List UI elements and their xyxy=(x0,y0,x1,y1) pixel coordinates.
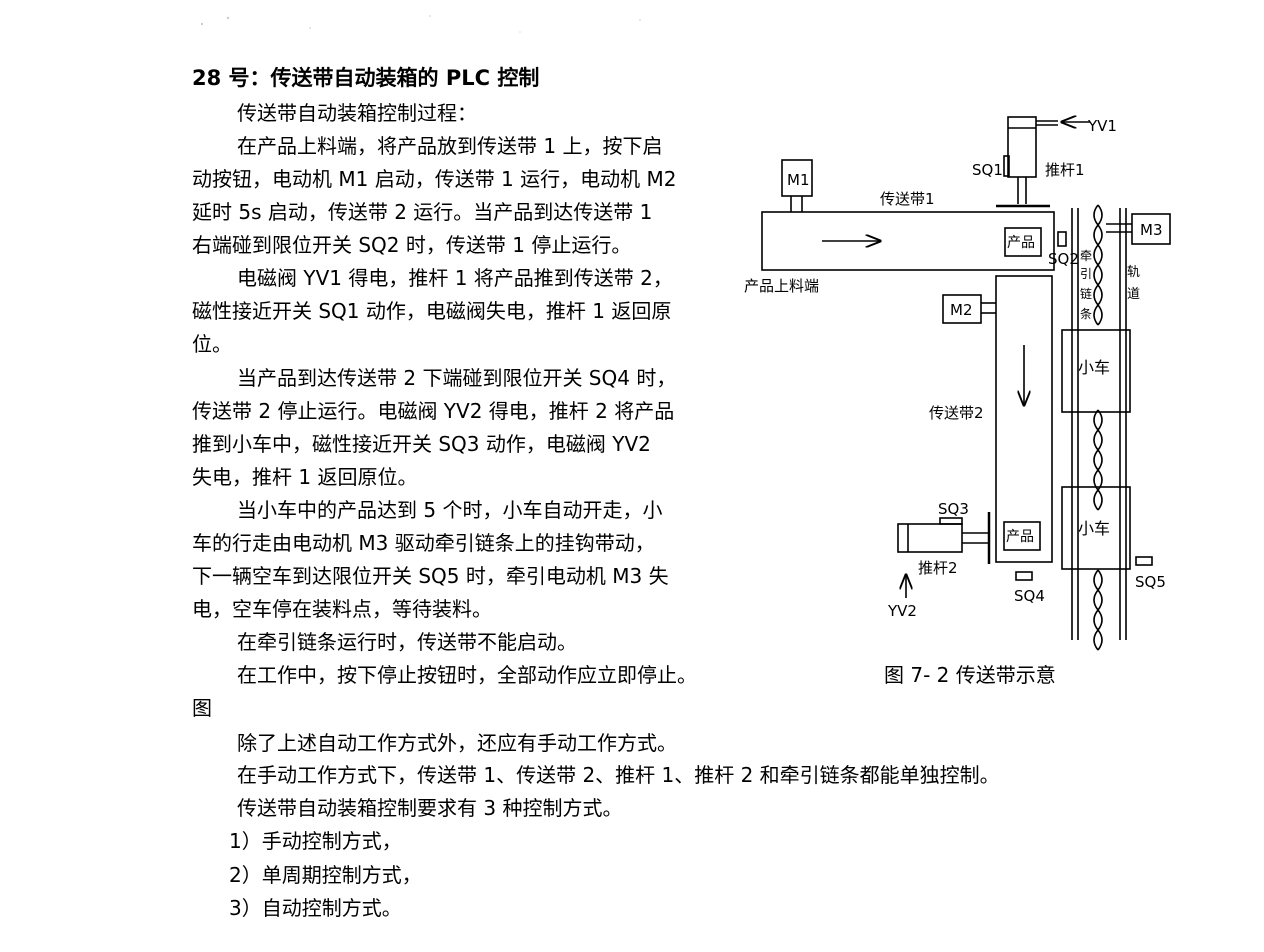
label-sq2: SQ2 xyxy=(1048,250,1079,268)
label-chain-char: 牵 xyxy=(1080,249,1092,263)
paragraph-line: 位。 xyxy=(192,332,232,356)
label-belt2: 传送带2 xyxy=(929,404,984,422)
label-m2: M2 xyxy=(950,301,973,319)
label-sq5: SQ5 xyxy=(1135,573,1166,591)
label-chain-char: 引 xyxy=(1080,267,1092,281)
paragraph-line: 除了上述自动工作方式外，还应有手动工作方式。 xyxy=(237,731,677,755)
label-chain-char: 条 xyxy=(1080,307,1092,321)
sq4-switch xyxy=(1015,571,1033,581)
label-m1: M1 xyxy=(787,171,810,189)
paragraph-line: 电，空车停在装料点，等待装料。 xyxy=(192,597,492,621)
label-pusher1: 推杆1 xyxy=(1045,161,1085,179)
paragraph-line: 当产品到达传送带 2 下端碰到限位开关 SQ4 时， xyxy=(237,366,677,390)
list-item: 1）手动控制方式， xyxy=(229,829,402,853)
m1-motor xyxy=(781,159,813,197)
list-item: 2）单周期控制方式， xyxy=(229,863,422,887)
label-chain-char: 链 xyxy=(1080,286,1092,301)
paragraph-line: 当小车中的产品达到 5 个时，小车自动开走，小 xyxy=(237,498,663,522)
paragraph-line: 动按钮，电动机 M1 启动，传送带 1 运行，电动机 M2 xyxy=(192,167,677,191)
paragraph-line: 在手动工作方式下，传送带 1、传送带 2、推杆 1、推杆 2 和牵引链条都能单独… xyxy=(237,763,1000,787)
label-product2: 产品 xyxy=(1006,529,1034,545)
paragraph-line: 图 xyxy=(192,696,212,720)
paragraph-line: 失电，推杆 1 返回原位。 xyxy=(192,465,418,489)
sq2-switch xyxy=(1057,231,1067,247)
conveyor-belt-2 xyxy=(995,275,1053,563)
label-track-char: 轨 xyxy=(1127,265,1140,280)
list-item: 3）自动控制方式。 xyxy=(229,896,402,920)
label-yv2: YV2 xyxy=(887,602,917,620)
paragraph-line: 在工作中，按下停止按钮时，全部动作应立即停止。 xyxy=(237,663,697,687)
figure-caption: 图 7- 2 传送带示意 xyxy=(884,663,1056,687)
cart-2 xyxy=(1061,486,1131,570)
conveyor-diagram: YV1 SQ1 推杆1 M1 传送带1 产品 SQ2 M3 产品上料端 M2 牵… xyxy=(744,100,1171,651)
paragraph-line: 下一辆空车到达限位开关 SQ5 时，牵引电动机 M3 失 xyxy=(192,564,669,588)
paragraph-line: 延时 5s 启动，传送带 2 运行。当产品到达传送带 1 xyxy=(192,200,653,224)
paragraph-line: 推到小车中，磁性接近开关 SQ3 动作，电磁阀 YV2 xyxy=(192,432,651,456)
label-belt1: 传送带1 xyxy=(880,190,935,208)
sq3-switch xyxy=(939,517,963,525)
label-m3: M3 xyxy=(1140,221,1163,239)
m3-motor xyxy=(1131,213,1171,245)
paragraph-line: 右端碰到限位开关 SQ2 时，传送带 1 停止运行。 xyxy=(192,233,632,257)
paragraph-line: 电磁阀 YV1 得电，推杆 1 将产品推到传送带 2， xyxy=(237,266,673,290)
paragraph-line: 在牵引链条运行时，传送带不能启动。 xyxy=(237,630,577,654)
product-box-1 xyxy=(1004,227,1042,257)
label-pusher2: 推杆2 xyxy=(918,559,958,577)
label-sq1: SQ1 xyxy=(972,161,1003,179)
paragraph-line: 传送带 2 停止运行。电磁阀 YV2 得电，推杆 2 将产品 xyxy=(192,399,675,423)
paragraph-line: 磁性接近开关 SQ1 动作，电磁阀失电，推杆 1 返回原 xyxy=(192,299,672,323)
cart-1 xyxy=(1061,329,1131,413)
sq1-switch xyxy=(1003,155,1010,177)
paragraph-line: 传送带自动装箱控制过程： xyxy=(237,101,477,125)
pusher2-cylinder xyxy=(897,523,963,553)
label-cart1: 小车 xyxy=(1078,358,1110,377)
pusher1-cylinder xyxy=(1007,116,1037,178)
paragraph-line: 传送带自动装箱控制要求有 3 种控制方式。 xyxy=(237,796,623,820)
label-cart2: 小车 xyxy=(1078,519,1110,538)
scan-specks xyxy=(201,15,641,33)
sq5-switch xyxy=(1135,556,1153,566)
label-sq3: SQ3 xyxy=(938,500,969,518)
product-box-2 xyxy=(1003,521,1041,551)
paragraph-line: 车的行走由电动机 M3 驱动牵引链条上的挂钩带动， xyxy=(192,531,655,555)
conveyor-belt-1 xyxy=(761,211,1055,271)
label-loading-end: 产品上料端 xyxy=(744,277,819,295)
label-yv1: YV1 xyxy=(1087,117,1117,135)
m2-motor xyxy=(942,294,982,324)
paragraph-line: 在产品上料端，将产品放到传送带 1 上，按下启 xyxy=(237,134,663,158)
label-product1: 产品 xyxy=(1007,235,1035,251)
document-title: 28 号：传送带自动装箱的 PLC 控制 xyxy=(192,66,540,90)
label-sq4: SQ4 xyxy=(1014,587,1045,605)
label-track-char: 道 xyxy=(1127,287,1140,302)
